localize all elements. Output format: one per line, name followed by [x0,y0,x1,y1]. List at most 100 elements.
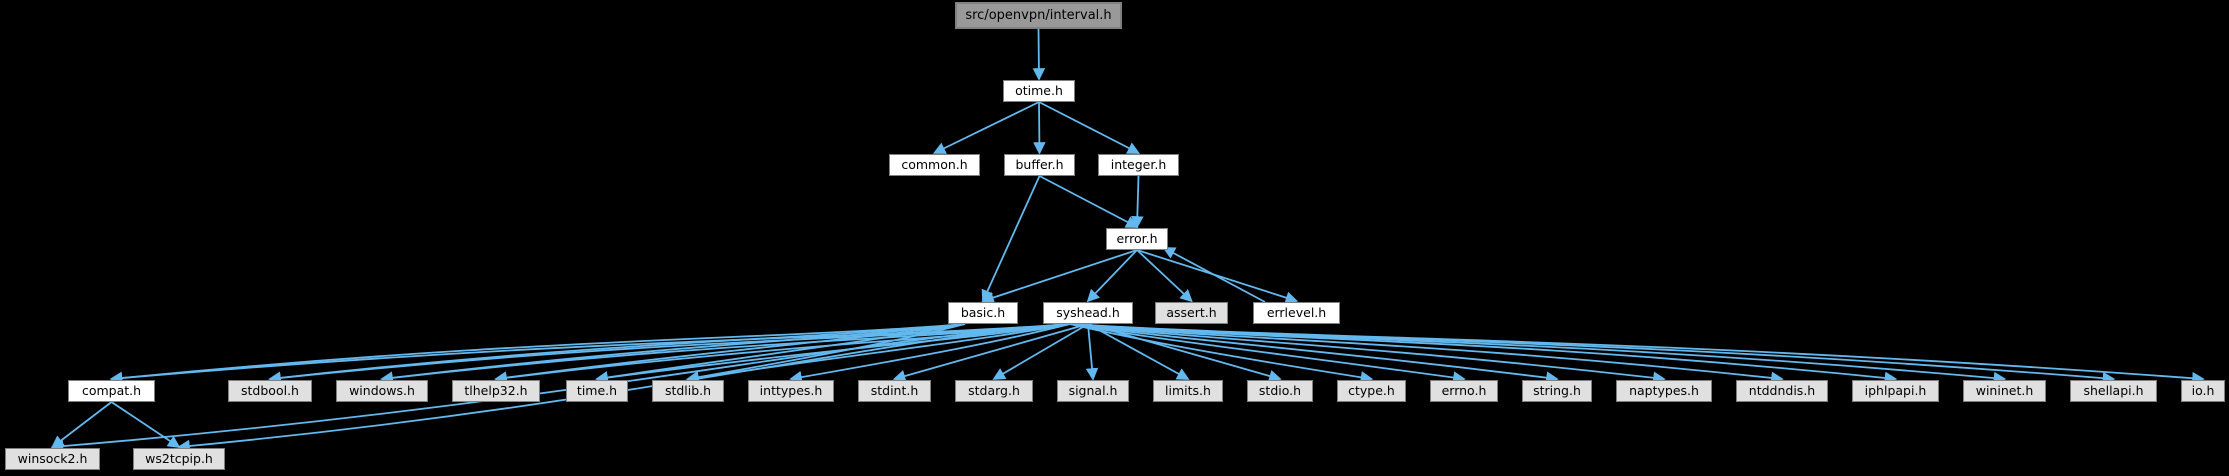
edge-syshead-to-stdarg [992,323,1089,380]
edge-syshead-to-time [595,323,1071,384]
node-label: integer.h [1110,156,1167,172]
edge-syshead-to-naptypes [1069,323,1666,385]
node-tlhelp32[interactable]: tlhelp32.h [452,380,540,402]
node-label: error.h [1116,230,1158,246]
node-label: errno.h [1441,382,1487,398]
edge-syshead-to-limits [1087,323,1190,380]
node-label: ctype.h [1348,382,1395,398]
edge-basic-to-tlhelp32 [494,323,966,384]
node-label: stdint.h [870,382,919,398]
node-label: syshead.h [1056,304,1120,320]
node-label: otime.h [1015,82,1063,98]
edge-syshead-to-signal [1085,323,1099,381]
edge-integer-to-error [1131,175,1144,229]
edge-basic-to-compat [109,323,966,385]
edge-compat-to-ws2tcpip [111,401,181,448]
node-string[interactable]: string.h [1522,380,1592,402]
node-compat[interactable]: compat.h [68,380,155,402]
node-label: limits.h [1165,382,1211,398]
node-label: inttypes.h [759,382,823,398]
node-label: compat.h [81,382,142,398]
node-basic[interactable]: basic.h [948,302,1018,324]
node-naptypes[interactable]: naptypes.h [1616,380,1712,402]
node-time[interactable]: time.h [566,380,628,402]
node-label: errlevel.h [1266,304,1327,320]
edge-basic-to-windows [380,323,966,384]
edge-syshead-to-ws2tcpip [177,323,1071,453]
node-common[interactable]: common.h [889,154,980,176]
node-otime[interactable]: otime.h [1003,80,1075,102]
edge-errlevel-to-error [1162,247,1266,303]
edge-buffer-to-basic [981,175,1041,303]
node-ctype[interactable]: ctype.h [1337,380,1406,402]
node-label: io.h [2191,382,2215,398]
edge-syshead-to-errno [1069,323,1466,384]
node-errno[interactable]: errno.h [1430,380,1498,402]
node-limits[interactable]: limits.h [1153,380,1223,402]
edge-error-to-syshead [1086,249,1138,303]
edge-error-to-basic [981,249,1138,304]
node-errlevel[interactable]: errlevel.h [1253,302,1340,324]
node-io[interactable]: io.h [2181,380,2225,402]
node-label: stdio.h [1258,382,1302,398]
node-buffer[interactable]: buffer.h [1004,154,1075,176]
node-iphlpapi[interactable]: iphlpapi.h [1852,380,1939,402]
node-label: signal.h [1068,382,1118,398]
edge-error-to-assert [1136,249,1193,303]
node-label: stdarg.h [968,382,1020,398]
edge-syshead-to-stdio [1087,323,1282,383]
edge-basic-to-time [595,323,966,384]
node-windows[interactable]: windows.h [336,380,428,402]
edge-otime-to-buffer [1033,101,1046,155]
node-stdarg[interactable]: stdarg.h [955,380,1033,402]
node-winsock2[interactable]: winsock2.h [5,448,100,470]
edge-interval-to-otime [1032,28,1046,81]
node-signal[interactable]: signal.h [1057,380,1129,402]
edge-otime-to-common [932,101,1040,154]
node-shellapi[interactable]: shellapi.h [2070,380,2157,402]
node-label: string.h [1533,382,1581,398]
node-label: assert.h [1166,304,1217,320]
node-stdint[interactable]: stdint.h [858,380,931,402]
node-ntddndis[interactable]: ntddndis.h [1736,380,1828,402]
edge-syshead-to-winsock2 [50,323,1071,453]
node-integer[interactable]: integer.h [1098,154,1179,176]
edge-buffer-to-error [1039,175,1139,228]
node-label: src/openvpn/interval.h [965,8,1112,23]
node-interval[interactable]: src/openvpn/interval.h [955,2,1122,29]
node-label: ntddndis.h [1748,382,1816,398]
edge-syshead-to-ctype [1069,323,1374,384]
node-label: naptypes.h [1629,382,1699,398]
edge-syshead-to-string [1069,323,1559,384]
node-label: stdlib.h [664,382,712,398]
node-stdbool[interactable]: stdbool.h [228,380,312,402]
node-label: tlhelp32.h [464,382,528,398]
node-label: time.h [576,382,618,398]
edge-syshead-to-io [1069,323,2205,385]
node-label: iphlpapi.h [1864,382,1927,398]
node-syshead[interactable]: syshead.h [1043,302,1133,324]
edge-syshead-to-inttypes [789,323,1071,384]
node-ws2tcpip[interactable]: ws2tcpip.h [133,448,225,470]
node-wininet[interactable]: wininet.h [1963,380,2046,402]
edge-syshead-to-stdint [892,323,1089,383]
node-assert[interactable]: assert.h [1155,302,1228,324]
node-inttypes[interactable]: inttypes.h [748,380,834,402]
node-label: ws2tcpip.h [145,450,213,466]
node-label: common.h [901,156,968,172]
edge-basic-to-stdlib [686,323,966,384]
node-label: shellapi.h [2083,382,2144,398]
node-label: wininet.h [1975,382,2034,398]
edge-otime-to-integer [1038,101,1141,154]
node-label: winsock2.h [17,450,88,466]
node-label: buffer.h [1015,156,1064,172]
node-error[interactable]: error.h [1106,228,1168,250]
node-stdlib[interactable]: stdlib.h [652,380,724,402]
edge-compat-to-winsock2 [51,401,113,449]
node-label: windows.h [349,382,415,398]
node-stdio[interactable]: stdio.h [1247,380,1313,402]
edge-syshead-to-ntddndis [1069,323,1784,385]
node-label: basic.h [960,304,1006,320]
